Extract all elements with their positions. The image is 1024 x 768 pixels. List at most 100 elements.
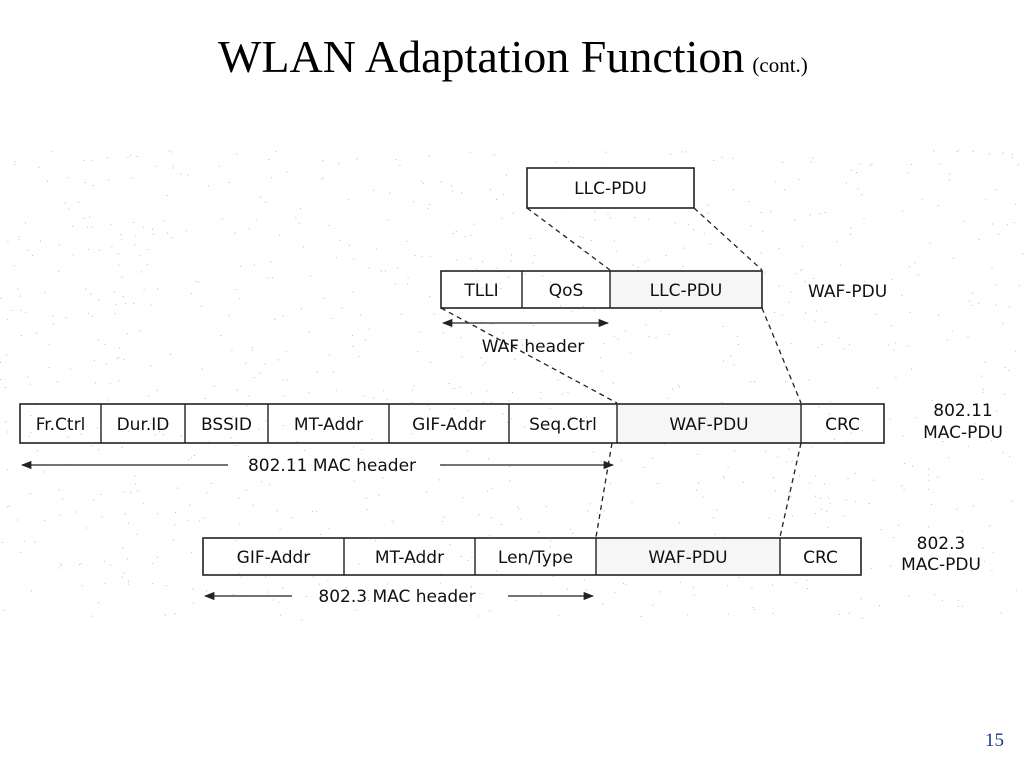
scan-speck — [817, 346, 819, 348]
scan-speck — [386, 583, 388, 585]
scan-speck — [613, 240, 615, 242]
scan-speck — [891, 278, 893, 280]
scan-speck — [879, 605, 880, 607]
scan-speck — [109, 383, 111, 385]
scan-speck — [99, 249, 100, 251]
scan-speck — [67, 436, 69, 438]
scan-speck — [442, 465, 444, 467]
scan-speck — [328, 527, 330, 529]
scan-speck — [88, 248, 90, 250]
scan-speck — [967, 445, 969, 447]
scan-speck — [503, 193, 505, 195]
scan-speck — [988, 153, 990, 155]
scan-speck — [668, 334, 669, 335]
scan-speck — [984, 436, 986, 438]
scan-speck — [176, 487, 178, 489]
scan-speck — [104, 343, 106, 345]
scan-speck — [221, 218, 223, 220]
scan-speck — [410, 401, 412, 403]
scan-speck — [1008, 370, 1010, 372]
scan-speck — [877, 286, 879, 288]
scan-speck — [880, 529, 882, 531]
scan-speck — [195, 280, 197, 282]
scan-speck — [1009, 456, 1011, 458]
scan-speck — [91, 445, 93, 447]
scan-speck — [713, 160, 715, 161]
scan-speck — [319, 534, 321, 535]
scan-speck — [1018, 284, 1020, 286]
scan-speck — [511, 254, 512, 256]
scan-speck — [502, 413, 504, 415]
link-llc-left — [526, 207, 611, 271]
scan-speck — [512, 212, 514, 214]
scan-speck — [91, 226, 93, 228]
scan-speck — [995, 304, 997, 306]
scan-speck — [927, 474, 929, 476]
scan-speck — [252, 504, 254, 506]
scan-speck — [843, 515, 845, 517]
scan-speck — [904, 462, 906, 464]
scan-speck — [172, 167, 174, 169]
scan-speck — [180, 435, 182, 437]
scan-speck — [85, 527, 87, 529]
scan-speck — [849, 344, 850, 346]
scan-speck — [836, 241, 838, 243]
scan-speck — [97, 339, 99, 341]
scan-speck — [14, 164, 16, 165]
scan-speck — [426, 491, 427, 493]
scan-speck — [251, 349, 253, 351]
scan-speck — [552, 575, 554, 577]
scan-speck — [917, 274, 919, 276]
scan-speck — [219, 165, 220, 167]
mac8023-pdu-label-line1: 802.3 — [917, 534, 966, 554]
scan-speck — [365, 339, 367, 341]
scan-speck — [238, 497, 240, 499]
scan-speck — [283, 395, 285, 397]
scan-speck — [890, 565, 891, 567]
scan-speck — [319, 583, 320, 585]
scan-speck — [310, 275, 311, 277]
scan-speck — [550, 407, 552, 409]
scan-speck — [461, 356, 463, 358]
scan-speck — [352, 291, 354, 293]
scan-speck — [78, 201, 79, 203]
scan-speck — [368, 328, 370, 330]
scan-speck — [213, 385, 215, 387]
scan-speck — [467, 450, 468, 452]
scan-speck — [499, 282, 501, 284]
scan-speck — [48, 367, 50, 369]
scan-speck — [910, 164, 912, 165]
scan-speck — [622, 582, 624, 584]
scan-speck — [861, 617, 863, 619]
scan-speck — [91, 315, 93, 317]
scan-speck — [603, 510, 605, 512]
scan-speck — [539, 397, 541, 399]
scan-speck — [358, 356, 360, 358]
scan-speck — [157, 288, 159, 290]
scan-speck — [958, 599, 959, 601]
scan-speck — [1009, 306, 1010, 308]
scan-speck — [877, 387, 879, 389]
scan-speck — [28, 436, 30, 438]
scan-speck — [609, 217, 611, 219]
scan-speck — [898, 524, 900, 526]
mac8023-cell-waf-pdu: WAF-PDU — [648, 548, 727, 568]
scan-speck — [58, 270, 60, 272]
scan-speck — [921, 199, 923, 201]
scan-speck — [596, 512, 598, 514]
scan-speck — [998, 233, 999, 235]
scan-speck — [171, 237, 173, 239]
scan-speck — [784, 189, 786, 191]
waf-cell-tlli: TLLI — [463, 281, 498, 301]
scan-speck — [13, 265, 15, 267]
scan-speck — [820, 497, 822, 499]
scan-speck — [677, 384, 679, 386]
scan-speck — [566, 588, 568, 590]
mac8023-header-label: 802.3 MAC header — [318, 587, 475, 607]
scan-speck — [427, 208, 429, 210]
scan-speck — [185, 230, 187, 232]
scan-speck — [585, 589, 587, 591]
scan-speck — [811, 446, 813, 448]
scan-speck — [772, 612, 774, 614]
scan-speck — [146, 264, 148, 266]
